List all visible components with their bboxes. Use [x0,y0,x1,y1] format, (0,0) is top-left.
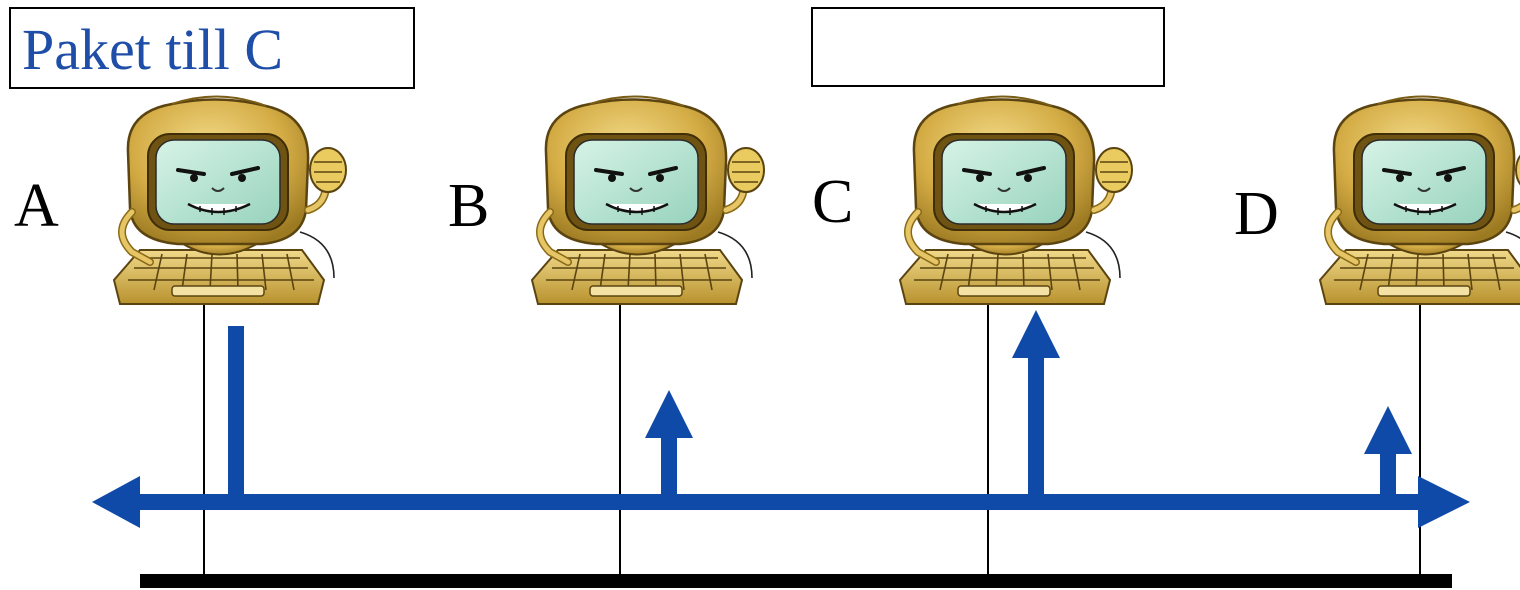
node-label-c: C [812,168,853,236]
signal-horizontal [136,494,1422,510]
empty-label-box [811,7,1165,87]
arrow-icon [1418,476,1470,528]
arrow-icon [92,476,140,528]
arrow-icon [645,390,693,438]
drop-lines [203,300,1421,578]
computer-a: A [14,96,346,304]
computer-c: C [812,96,1132,304]
cartoon-computer-icon [1320,96,1520,304]
signal-up-to-d [1380,452,1396,502]
computer-d: D [1234,96,1520,304]
node-label-a: A [14,172,59,240]
node-label-d: D [1234,180,1279,248]
network-bus [140,574,1452,588]
broadcast-signal [92,310,1470,528]
cartoon-computer-icon [900,96,1132,304]
signal-down-from-a [228,326,244,508]
signal-up-to-b [661,436,677,502]
cartoon-computer-icon [114,96,346,304]
cartoon-computer-icon [532,96,764,304]
packet-label-box: Paket till C [9,7,415,89]
node-label-b: B [448,172,489,240]
signal-up-to-c [1028,356,1044,502]
arrow-icon [1364,406,1412,454]
computer-b: B [448,96,764,304]
packet-label-text: Paket till C [22,17,283,82]
arrow-icon [1012,310,1060,358]
